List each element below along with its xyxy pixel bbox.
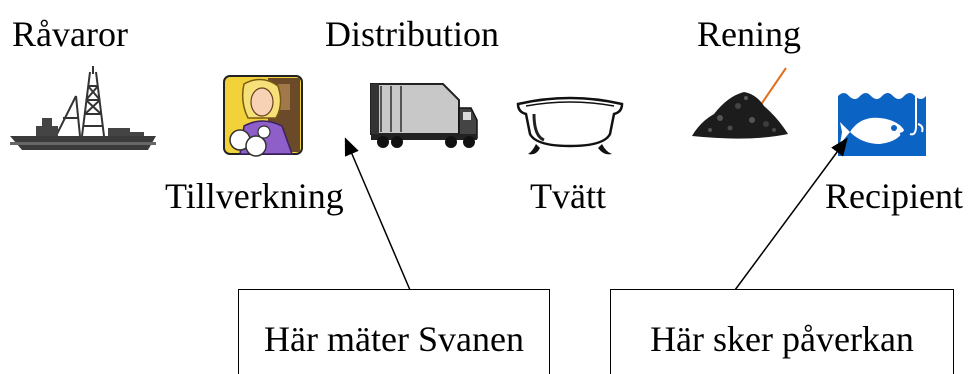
- stage-label-recipient: Recipient: [825, 176, 963, 216]
- factory-worker-icon: [223, 75, 303, 157]
- fish-water-icon: [838, 86, 926, 156]
- measure-callout-box: Här mäter Svanen: [238, 289, 550, 374]
- stage-label-washing: Tvätt: [530, 176, 606, 216]
- impact-callout-box: Här sker påverkan: [610, 289, 954, 374]
- truck-icon: [370, 83, 478, 148]
- oil-rig-ship-icon: [10, 66, 156, 150]
- measure-callout-text: Här mäter Svanen: [264, 319, 524, 359]
- impact-callout-text: Här sker påverkan: [650, 319, 914, 359]
- measure-pointer-arrow: [344, 137, 411, 291]
- impact-pointer-arrow: [734, 137, 848, 291]
- bathtub-icon: [516, 96, 624, 155]
- stage-label-raw-materials: Råvaror: [12, 14, 128, 54]
- stage-label-manufacturing: Tillverkning: [165, 176, 344, 216]
- stage-label-distribution: Distribution: [325, 14, 500, 54]
- sludge-pile-icon: [692, 67, 788, 139]
- stage-label-treatment: Rening: [697, 14, 801, 54]
